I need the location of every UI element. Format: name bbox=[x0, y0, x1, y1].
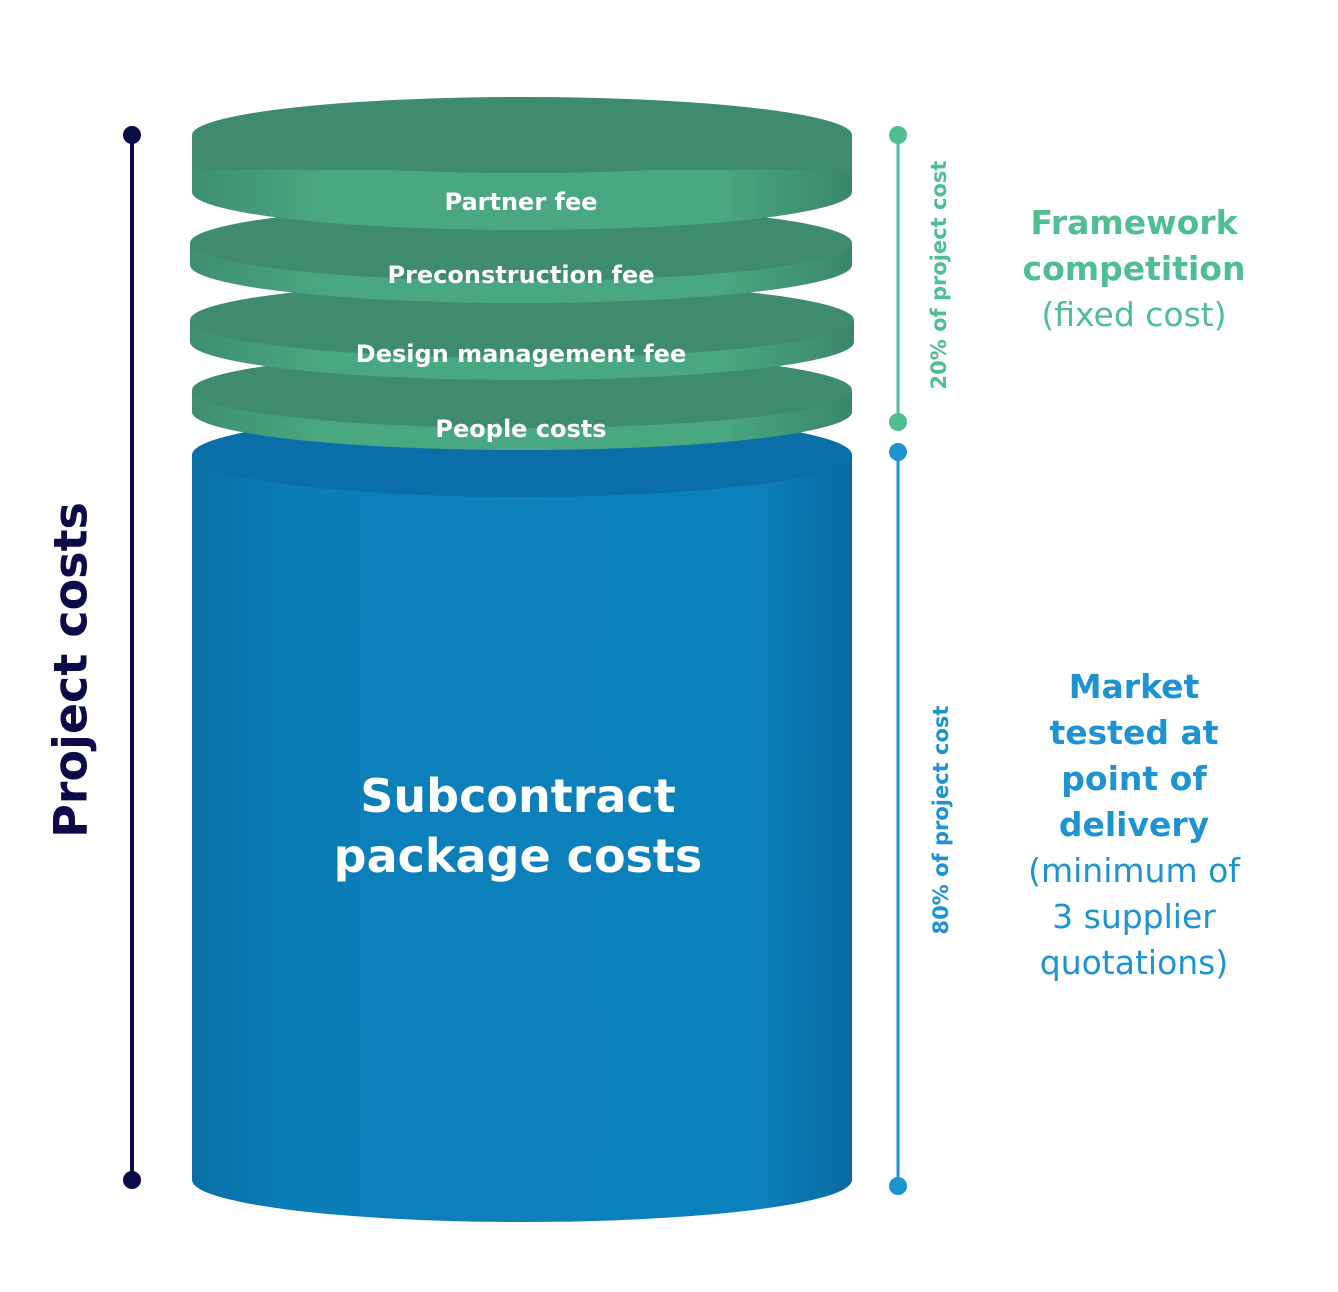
market-title-line1: Market bbox=[1068, 667, 1200, 706]
fee-share-label: 20% of project cost bbox=[927, 161, 951, 390]
market-tested-text: Market tested at point of delivery (mini… bbox=[1000, 664, 1268, 986]
framework-competition-text: Framework competition (fixed cost) bbox=[1000, 200, 1268, 338]
market-note-line3: quotations) bbox=[1039, 943, 1229, 982]
market-title-line2: tested at bbox=[1049, 713, 1219, 752]
market-note-line1: (minimum of bbox=[1028, 851, 1240, 890]
fee-disc-partner bbox=[192, 97, 852, 230]
project-costs-bracket bbox=[123, 126, 141, 1189]
framework-title-line1: Framework bbox=[1030, 203, 1238, 242]
market-note-line2: 3 supplier bbox=[1052, 897, 1216, 936]
subcontract-share-label: 80% of project cost bbox=[929, 706, 953, 935]
fee-disc-design bbox=[190, 282, 854, 380]
layer-label-people-costs: People costs bbox=[435, 415, 606, 443]
market-title-line4: delivery bbox=[1058, 805, 1210, 844]
fee-share-bracket bbox=[889, 126, 907, 431]
layer-label-preconstruction-fee: Preconstruction fee bbox=[387, 261, 654, 289]
layer-label-design-management-fee: Design management fee bbox=[356, 340, 686, 368]
layer-label-partner-fee: Partner fee bbox=[445, 188, 598, 216]
subcontract-label-line1: Subcontract bbox=[360, 769, 675, 823]
subcontract-label-line2: package costs bbox=[334, 829, 703, 883]
subcontract-share-bracket bbox=[889, 443, 907, 1195]
project-costs-label: Project costs bbox=[44, 502, 98, 838]
market-title-line3: point of bbox=[1061, 759, 1207, 798]
framework-title-line2: competition bbox=[1022, 249, 1246, 288]
framework-note: (fixed cost) bbox=[1041, 295, 1227, 334]
